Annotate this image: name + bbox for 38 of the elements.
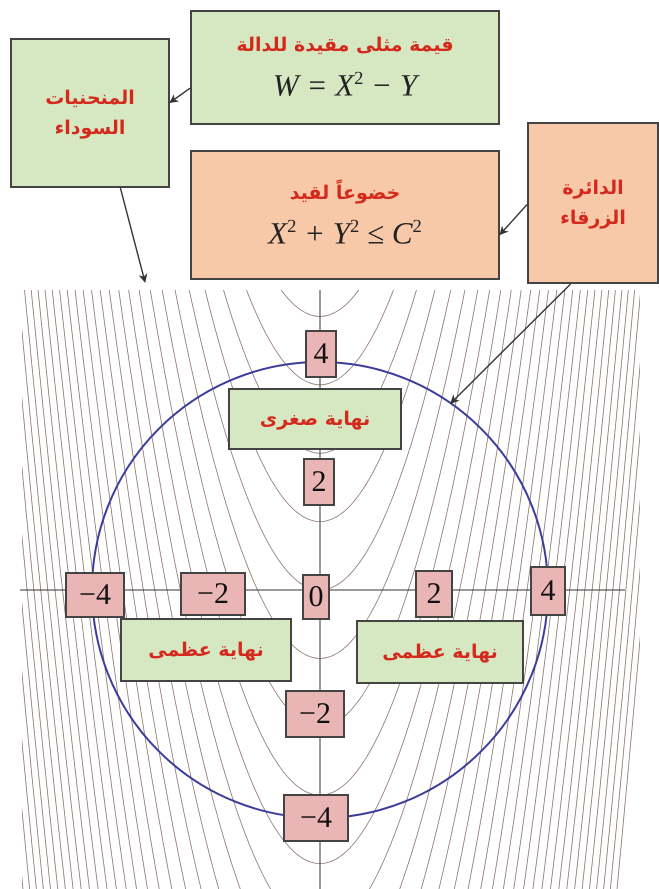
- tick-label: 2: [312, 465, 326, 499]
- label-text: نهاية عظمى: [148, 638, 264, 663]
- tick-label-box: [303, 458, 335, 506]
- tick-label: −4: [300, 801, 332, 835]
- formula-box: [190, 10, 500, 125]
- label-text: الدائرة الزرقاء: [559, 176, 627, 231]
- formula: X$^{2}$ + Y$^{2}$ ≤ C$^{2}$: [268, 214, 422, 252]
- label-text: المنحنيات السوداء: [44, 86, 136, 141]
- arrow: [169, 88, 190, 104]
- label-text: قيمة مثلى مقيدة للدالة: [236, 33, 454, 58]
- tick-label: 4: [540, 574, 556, 608]
- tick-label: 4: [314, 337, 328, 371]
- label-box: [356, 620, 524, 684]
- tick-label-box: [305, 330, 337, 378]
- label-text: نهاية عظمى: [382, 640, 498, 665]
- tick-label: −4: [79, 578, 111, 612]
- arrow: [120, 188, 148, 283]
- tick-label-box: [415, 570, 453, 618]
- label-text: خضوعاً لقيد: [290, 178, 400, 206]
- label-box: [10, 38, 170, 188]
- tick-label-box: [302, 574, 330, 620]
- label-box: [228, 388, 402, 450]
- tick-label-box: [530, 566, 566, 616]
- label-text: نهاية صغرى: [260, 407, 370, 432]
- tick-label-box: [180, 572, 246, 616]
- tick-label-box: [285, 690, 345, 738]
- tick-label-box: [283, 794, 349, 842]
- tick-label: 2: [426, 577, 442, 611]
- label-box: [120, 618, 292, 682]
- formula: W = X$^{2}$ − Y: [272, 60, 418, 105]
- tick-label-box: [65, 572, 125, 618]
- label-box: [527, 122, 659, 284]
- formula-box: [190, 150, 500, 280]
- tick-label: −2: [299, 697, 331, 731]
- tick-label: −2: [197, 577, 229, 611]
- arrow: [499, 204, 528, 236]
- arrow: [450, 284, 572, 404]
- tick-label: 0: [308, 580, 324, 614]
